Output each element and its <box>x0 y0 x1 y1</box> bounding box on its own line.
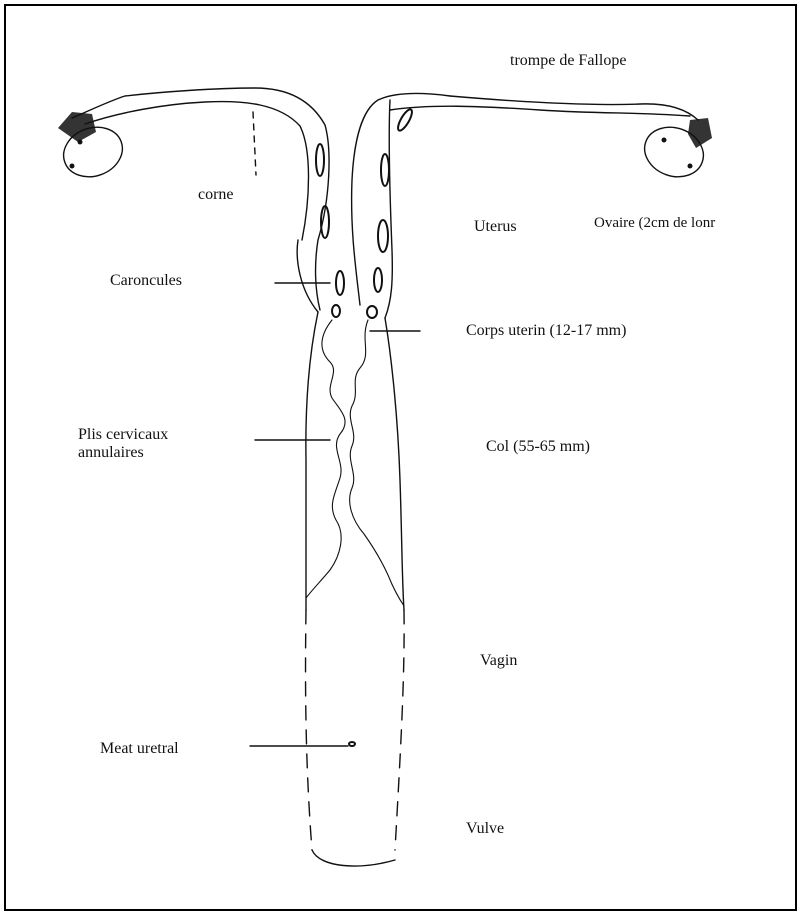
caruncle-3 <box>336 271 344 295</box>
caruncle-9 <box>367 306 377 318</box>
vagina-right-wall <box>395 610 404 850</box>
left-fimbria <box>58 112 96 142</box>
right-tube-outer <box>450 96 698 120</box>
label-corps: Corps uterin (12-17 mm) <box>466 322 626 340</box>
caruncle-7 <box>378 220 388 252</box>
caruncle-8 <box>374 268 382 292</box>
cervical-folds-left <box>306 320 345 598</box>
label-plis-2: annulaires <box>78 444 144 462</box>
uterus-body-right <box>385 100 392 318</box>
caruncle-5 <box>396 108 415 133</box>
cervical-folds-right <box>350 320 404 606</box>
right-tube-lower <box>390 106 690 116</box>
vulve-opening <box>312 850 395 866</box>
caruncle-6 <box>381 154 389 186</box>
cervix-left-wall <box>306 312 318 610</box>
left-ovary-dot-2 <box>70 164 75 169</box>
caruncle-1 <box>316 144 324 176</box>
label-trompe: trompe de Fallope <box>510 52 626 70</box>
label-caroncules: Caroncules <box>110 272 182 290</box>
label-plis-1: Plis cervicaux <box>78 426 168 444</box>
right-fimbria <box>688 118 712 148</box>
right-ovary-dot-1 <box>662 138 667 143</box>
label-col: Col (55-65 mm) <box>486 438 590 456</box>
label-meat: Meat uretral <box>100 740 179 758</box>
meat-opening <box>349 742 355 746</box>
right-tube-inner <box>352 93 450 305</box>
right-ovary-dot-2 <box>688 164 693 169</box>
label-vagin: Vagin <box>480 652 517 670</box>
caruncle-4 <box>332 305 340 317</box>
corne-pointer <box>253 112 256 175</box>
label-vulve: Vulve <box>466 820 504 838</box>
label-ovaire: Ovaire (2cm de lonr <box>594 214 715 232</box>
label-uterus: Uterus <box>474 218 517 236</box>
vagina-left-wall <box>306 610 312 850</box>
left-tube-inner <box>85 102 309 240</box>
cervix-right-wall <box>385 318 404 610</box>
label-corne: corne <box>198 186 234 204</box>
